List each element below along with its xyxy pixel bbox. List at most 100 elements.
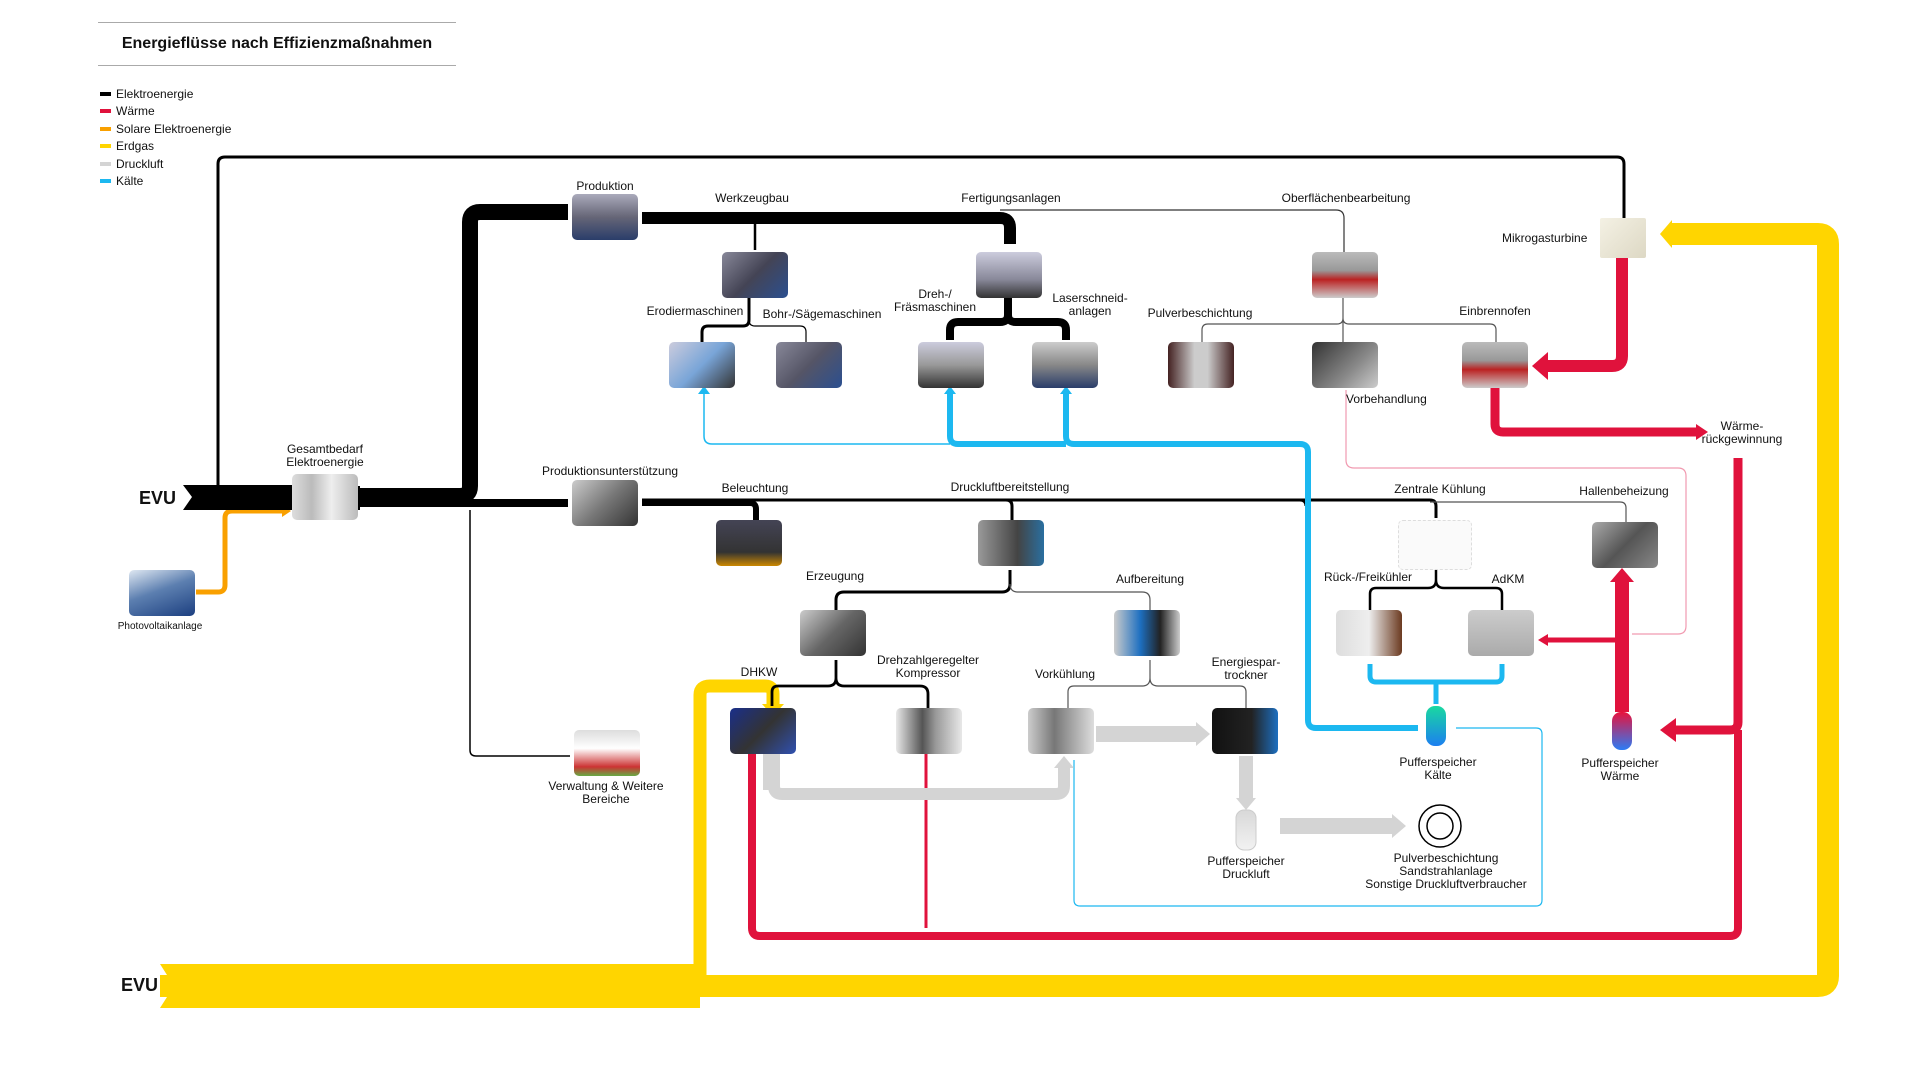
- legend-label: Druckluft: [116, 156, 164, 171]
- cold-arrow-3: [1060, 386, 1072, 394]
- kompressor-image: [896, 708, 962, 754]
- legend-item: Erdgas: [100, 138, 231, 156]
- cold-erodier-line: [703, 392, 950, 445]
- werkzeugbau-label: Werkzeugbau: [715, 191, 789, 205]
- elec-fertigung-branch-right: [1004, 314, 1070, 340]
- drehzahl-label: Drehzahlgeregelter Kompressor: [877, 654, 979, 680]
- fertigungsanlagen-image: [976, 252, 1042, 298]
- evu-gas-label: EVU: [121, 975, 159, 995]
- elec-aufbereitung-branch: [1067, 660, 1247, 712]
- compressed-air-flows: [763, 726, 1394, 834]
- ps-druckluft-line1: Pufferspeicher: [1207, 854, 1285, 868]
- energiespar-label: Energiespar- trockner: [1212, 656, 1281, 682]
- pulver-image: [1168, 342, 1234, 388]
- verwaltung-line2: Bereiche: [582, 792, 630, 806]
- cold-arrow-2: [944, 386, 956, 394]
- legend-label: Kälte: [116, 174, 144, 189]
- air-to-ps-arrowhead: [1236, 798, 1256, 810]
- gesamtbedarf-image: [292, 474, 358, 520]
- bohr-label: Bohr-/Sägemaschinen: [762, 307, 882, 321]
- gas-flows: [160, 223, 1839, 997]
- heat-wrg-down-line: [1672, 458, 1743, 735]
- gas-to-turbine-arrowhead: [1660, 220, 1672, 248]
- verbraucher-line1: Pulverbeschichtung: [1393, 851, 1499, 865]
- waerme-rg-label: Wärme- rückgewinnung: [1702, 420, 1783, 446]
- cold-ps-collector: [1367, 664, 1505, 704]
- pulver-label: Pulverbeschichtung: [1147, 306, 1253, 320]
- air-to-trockner-arrowhead: [1196, 722, 1210, 746]
- gesamtbedarf-text: Gesamtbedarf Elektroenergie: [286, 442, 364, 469]
- cold-flows: [703, 392, 1543, 907]
- evu-electric-label: EVU: [139, 488, 177, 508]
- heat-einbrenn-arrowhead: [1532, 352, 1548, 380]
- legend-item: Elektroenergie: [100, 85, 231, 103]
- oberflaechen-label: Oberflächenbearbeitung: [1281, 191, 1411, 205]
- laser-label: Laserschneid- anlagen: [1052, 292, 1127, 318]
- ps-waerme-line2: Wärme: [1600, 769, 1640, 783]
- gas-evu-arrow-tail: [160, 964, 700, 1008]
- vorkuehlung-label: Vorkühlung: [1034, 667, 1096, 681]
- waerme-rg-line2: rückgewinnung: [1701, 432, 1783, 446]
- einbrenn-image: [1462, 342, 1528, 388]
- heat-wrg-arrowhead: [1696, 424, 1708, 440]
- elec-produnterst-main-line: [642, 500, 759, 524]
- elec-werkzeug-branch-left: [700, 298, 751, 344]
- legend-swatch: [100, 161, 111, 166]
- legend-swatch: [100, 179, 111, 184]
- heat-halle-arrowhead: [1610, 568, 1634, 582]
- ps-druckluft-tank-icon: [1235, 809, 1257, 851]
- elec-produktion-main-line: [642, 212, 1016, 244]
- verwaltung-label: Verwaltung & Weitere Bereiche: [548, 780, 663, 806]
- legend-swatch: [100, 91, 111, 96]
- elec-evu-bypass-line: [216, 155, 1626, 486]
- elec-to-oberflaechen-line: [1000, 209, 1345, 252]
- elec-oberflaechen-branch: [1201, 298, 1497, 346]
- erodier-label: Erodiermaschinen: [646, 304, 744, 318]
- heat-flows: [748, 258, 1743, 940]
- cold-main-line: [1063, 394, 1418, 731]
- halle-image: [1592, 522, 1658, 568]
- zentrale-kuehlung-label: Zentrale Kühlung: [1394, 482, 1486, 496]
- gas-main-line: [160, 223, 1839, 997]
- bohr-image: [776, 342, 842, 388]
- erzeugung-label: Erzeugung: [805, 569, 865, 583]
- dreh-image: [918, 342, 984, 388]
- verbraucher-line3: Sonstige Druckluftverbraucher: [1365, 877, 1527, 891]
- produktion-label: Produktion: [576, 179, 634, 193]
- air-to-vork-arrowhead: [1054, 756, 1074, 768]
- legend-item: Wärme: [100, 103, 231, 121]
- elec-evu-arrow: [183, 485, 300, 510]
- legend-label: Solare Elektroenergie: [116, 121, 232, 136]
- air-to-verbraucher-arrowhead: [1392, 814, 1406, 838]
- vorkuehlung-image: [1028, 708, 1094, 754]
- werkzeugbau-image: [722, 252, 788, 298]
- erodier-image: [669, 342, 735, 388]
- heat-ps-waerme-arrowhead: [1660, 718, 1676, 742]
- dreh-label-line2: Fräsmaschinen: [893, 300, 977, 314]
- ps-druckluft-label: Pufferspeicher Druckluft: [1207, 855, 1284, 881]
- legend-swatch: [100, 109, 111, 114]
- dhkw-image: [730, 708, 796, 754]
- page-title: Energieflüsse nach Effizienzmaßnahmen: [121, 35, 433, 52]
- dhkw-label: DHKW: [740, 665, 778, 679]
- photovoltaik-label: Photovoltaikanlage: [117, 621, 203, 632]
- title-block: Energieflüsse nach Effizienzmaßnahmen: [98, 22, 456, 66]
- heat-einbrenn-to-wrg-line: [1490, 388, 1698, 437]
- rueck-frei-image: [1336, 610, 1402, 656]
- fertigungsanlagen-label: Fertigungsanlagen: [961, 191, 1061, 205]
- laser-label-line1: Laserschneid-: [1052, 291, 1128, 305]
- ps-waerme-line1: Pufferspeicher: [1581, 756, 1659, 770]
- legend-swatch: [100, 126, 111, 131]
- verbraucher-outer-ring-icon: [1418, 804, 1462, 848]
- mikrogas-image: [1600, 218, 1646, 258]
- beleuchtung-label: Beleuchtung: [721, 481, 789, 495]
- legend-item: Kälte: [100, 173, 231, 191]
- title-rule-bottom: [98, 65, 456, 66]
- elec-halle-line: [1430, 501, 1627, 530]
- adkm-label: AdKM: [1491, 572, 1525, 586]
- dreh-label-line1: Dreh-/: [918, 287, 952, 301]
- mikrogas-label: Mikrogasturbine: [1502, 231, 1588, 245]
- air-collector-line: [768, 752, 1070, 800]
- zentrale-kuehlung-image: [1398, 520, 1472, 570]
